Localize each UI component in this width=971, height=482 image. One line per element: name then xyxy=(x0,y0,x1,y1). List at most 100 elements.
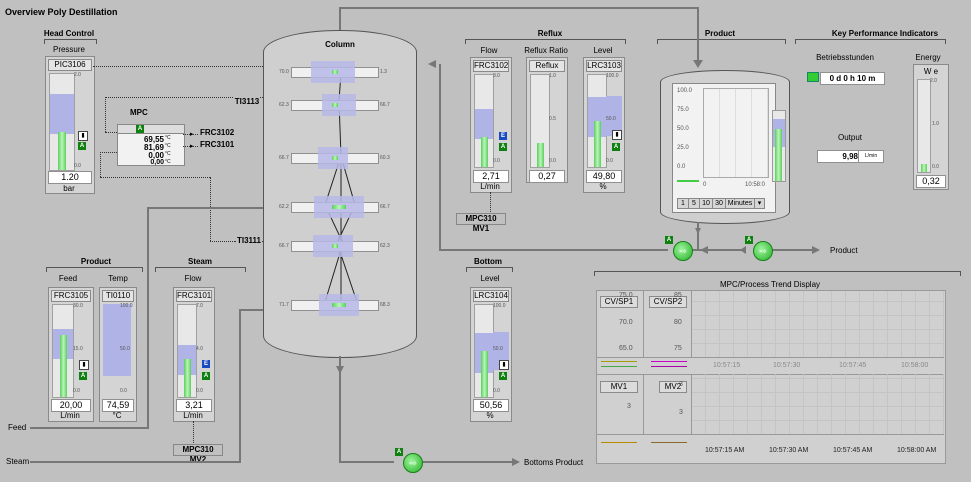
trend-title: MPC/Process Trend Display xyxy=(720,280,821,289)
ti0110-value: 74,59 xyxy=(102,399,134,412)
bottom-header: Bottom xyxy=(474,257,502,266)
external-mode-icon[interactable]: E xyxy=(202,360,210,368)
ti3111-tag[interactable]: TI3111 xyxy=(236,236,262,246)
cv-sp1-label[interactable]: CV/SP1 xyxy=(600,296,638,308)
energy-value: 0,32 xyxy=(916,175,946,188)
auto-mode-icon[interactable]: A xyxy=(499,372,507,380)
lrc3103-unit: % xyxy=(599,182,607,191)
product-level-bar xyxy=(772,110,786,182)
column-tray[interactable] xyxy=(291,94,379,116)
tray-left-scale: 70.0 xyxy=(279,69,289,75)
tray-left-scale: 62.3 xyxy=(279,102,289,108)
trend-icon[interactable]: ▮ xyxy=(79,360,89,370)
bottom-level-label: Level xyxy=(480,274,500,283)
lrc3104-faceplate[interactable]: LRC3104 100.0 50.0 0.0 ▮ A 50,56 % xyxy=(470,287,512,422)
column-tray[interactable] xyxy=(291,61,379,83)
mpc-title: MPC xyxy=(130,108,148,117)
run-status-icon xyxy=(807,72,819,82)
energy-faceplate[interactable]: W e 2.0 1.0 0.0 0,32 xyxy=(913,64,949,190)
frc3105-tag: FRC3105 xyxy=(51,290,91,302)
tray-left-scale: 62.2 xyxy=(279,204,289,210)
reflux-ratio-tag: Reflux xyxy=(529,60,565,72)
auto-mode-icon[interactable]: A xyxy=(79,372,87,380)
reflux-flow-label: Flow xyxy=(480,46,498,55)
tray-right-scale: 1.3 xyxy=(380,69,387,75)
trend-display[interactable]: CV/SP1 CV/SP2 75.0 70.0 65.0 85 80 75 10… xyxy=(596,290,946,464)
temp-label: Temp xyxy=(108,274,128,283)
output-label: Output xyxy=(837,133,862,142)
mpc-block[interactable]: A 69,55 81,69 0,00 0,00 °C °C °C °C xyxy=(117,124,185,166)
pressure-bar xyxy=(49,73,75,171)
reflux-level-label: Level xyxy=(593,46,613,55)
column-title: Column xyxy=(325,40,355,49)
lrc3103-faceplate[interactable]: LRC3103 100.0 50.0 0.0 ▮ A 49,80 % xyxy=(583,57,625,193)
feed-section-header: Product xyxy=(80,257,112,266)
trend-icon[interactable]: ▮ xyxy=(78,131,88,141)
output-value: 9,98 xyxy=(817,150,859,163)
column-tray[interactable] xyxy=(291,147,379,169)
reflux-ratio-faceplate[interactable]: Reflux 1.0 0.5 0.0 0,27 xyxy=(526,57,568,183)
product-pump-icon[interactable]: ⇨ xyxy=(673,241,693,261)
lrc3104-value: 50,56 xyxy=(473,399,509,412)
frc3105-faceplate[interactable]: FRC3105 30.0 15.0 0.0 ▮ A 20,00 L/min xyxy=(48,287,94,422)
trend-icon[interactable]: ▮ xyxy=(499,360,509,370)
valve-auto-icon[interactable]: A xyxy=(745,236,753,244)
betriebsstunden-label: Betriebsstunden xyxy=(816,53,874,62)
mpc-out-frc3101[interactable]: FRC3101 xyxy=(200,140,238,150)
mv2-label[interactable]: MV2 xyxy=(659,381,687,393)
pressure-faceplate[interactable]: PIC3106 2.0 0.0 ▮ A 1.20 bar xyxy=(45,56,95,194)
dropdown-arrow-icon[interactable]: ▾ xyxy=(754,198,765,209)
steam-input-label: Steam xyxy=(6,457,30,466)
betriebsstunden-value: 0 d 0 h 10 m xyxy=(820,72,885,85)
frc3101-faceplate[interactable]: FRC3101 7.0 4.0 0.0 E A 3,21 L/min xyxy=(173,287,215,422)
tray-left-scale: 66.7 xyxy=(279,155,289,161)
trend-icon[interactable]: ▮ xyxy=(612,130,622,140)
external-mode-icon[interactable]: E xyxy=(499,132,507,140)
auto-mode-icon[interactable]: A xyxy=(202,372,210,380)
tray-right-scale: 60.3 xyxy=(380,155,390,161)
reflux-ratio-value: 0,27 xyxy=(529,170,565,183)
mpc-out-frc3102[interactable]: FRC3102 xyxy=(200,128,238,138)
frc3102-unit: L/min xyxy=(480,182,500,191)
tray-right-scale: 62.3 xyxy=(380,243,390,249)
pump-auto-icon[interactable]: A xyxy=(665,236,673,244)
lrc3103-tag: LRC3103 xyxy=(586,60,622,72)
mpc-value-3: 0,00 xyxy=(148,151,164,160)
tray-right-scale: 66.7 xyxy=(380,102,390,108)
feed-input-label: Feed xyxy=(8,423,27,432)
tray-right-scale: 66.7 xyxy=(380,204,390,210)
ti0110-faceplate[interactable]: TI0110 100.0 50.0 0.0 74,59 °C xyxy=(99,287,137,422)
mpc310-mv2[interactable]: MPC310 MV2 xyxy=(173,444,223,464)
mpc310-mv1[interactable]: MPC310 MV1 xyxy=(456,213,506,233)
ti3113-tag[interactable]: TI3113 xyxy=(234,97,260,107)
frc3101-unit: L/min xyxy=(183,411,203,420)
feed-label: Feed xyxy=(58,274,78,283)
ti0110-unit: °C xyxy=(112,411,122,420)
product-trend[interactable]: 100.0 75.0 50.0 25.0 0.0 0 10:58:0 1 5 1… xyxy=(672,83,776,213)
mpc-auto-icon[interactable]: A xyxy=(136,125,144,133)
auto-mode-icon[interactable]: A xyxy=(499,143,507,151)
auto-mode-icon[interactable]: A xyxy=(78,142,86,150)
product-out-label: Product xyxy=(830,246,858,255)
column-tray[interactable] xyxy=(291,235,379,257)
frc3102-faceplate[interactable]: FRC3102 3.0 0.0 E A 2,71 L/min xyxy=(470,57,512,193)
auto-mode-icon[interactable]: A xyxy=(612,143,620,151)
cv-sp2-label[interactable]: CV/SP2 xyxy=(649,296,687,308)
column-tray[interactable] xyxy=(291,196,379,218)
lrc3104-unit: % xyxy=(486,411,494,420)
page-title: Overview Poly Destillation xyxy=(5,7,118,17)
mv1-label[interactable]: MV1 xyxy=(600,381,638,393)
kpi-header: Key Performance Indicators xyxy=(831,29,939,38)
energy-unit: W e xyxy=(923,67,939,76)
head-control-header: Head Control xyxy=(43,29,95,38)
product-valve-icon[interactable]: ⇨ xyxy=(753,241,773,261)
reflux-ratio-label: Reflux Ratio xyxy=(524,46,568,55)
column-tray[interactable] xyxy=(291,294,379,316)
bottoms-product-label: Bottoms Product xyxy=(524,458,584,467)
bottoms-auto-icon[interactable]: A xyxy=(395,448,403,456)
mpc-value-2: 81,69 xyxy=(143,143,164,152)
frc3101-tag: FRC3101 xyxy=(176,290,212,302)
bottoms-pump-icon[interactable]: ⇨ xyxy=(403,453,423,473)
frc3102-tag: FRC3102 xyxy=(473,60,509,72)
